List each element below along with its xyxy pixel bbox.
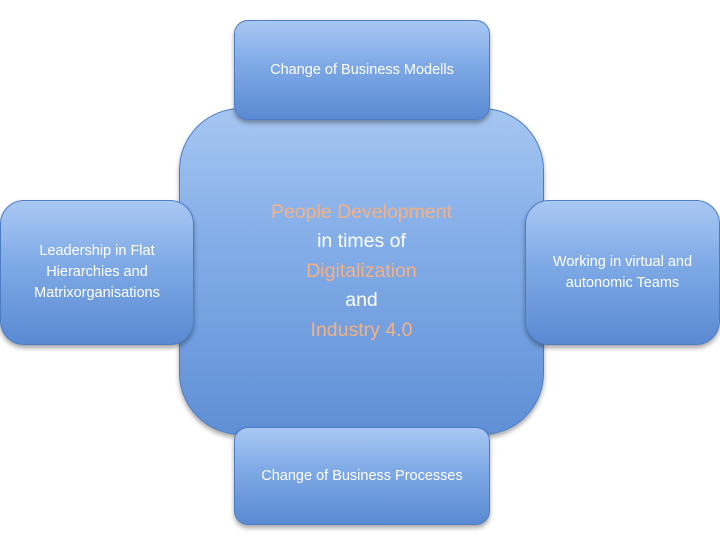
top-box-business-models: Change of Business Modells <box>234 20 490 120</box>
bottom-box-business-processes: Change of Business Processes <box>234 427 490 525</box>
left-box-label: Leadership in Flat Hierarchies and Matri… <box>34 243 160 301</box>
bottom-box-label: Change of Business Processes <box>261 468 463 484</box>
center-line-in-times-of: in times of <box>317 230 406 253</box>
center-line-and: and <box>345 289 378 312</box>
right-box-label: Working in virtual and autonomic Teams <box>552 253 693 291</box>
top-box-label: Change of Business Modells <box>270 62 454 78</box>
center-line-industry: Industry 4.0 <box>310 318 413 341</box>
center-line-people-development: People Development <box>270 200 453 223</box>
center-line-digitalization: Digitalization <box>306 259 417 282</box>
central-topic-box: People Development in times of Digitaliz… <box>179 108 544 435</box>
left-box-leadership: Leadership in Flat Hierarchies and Matri… <box>0 200 194 345</box>
right-box-virtual-teams: Working in virtual and autonomic Teams <box>525 200 720 345</box>
